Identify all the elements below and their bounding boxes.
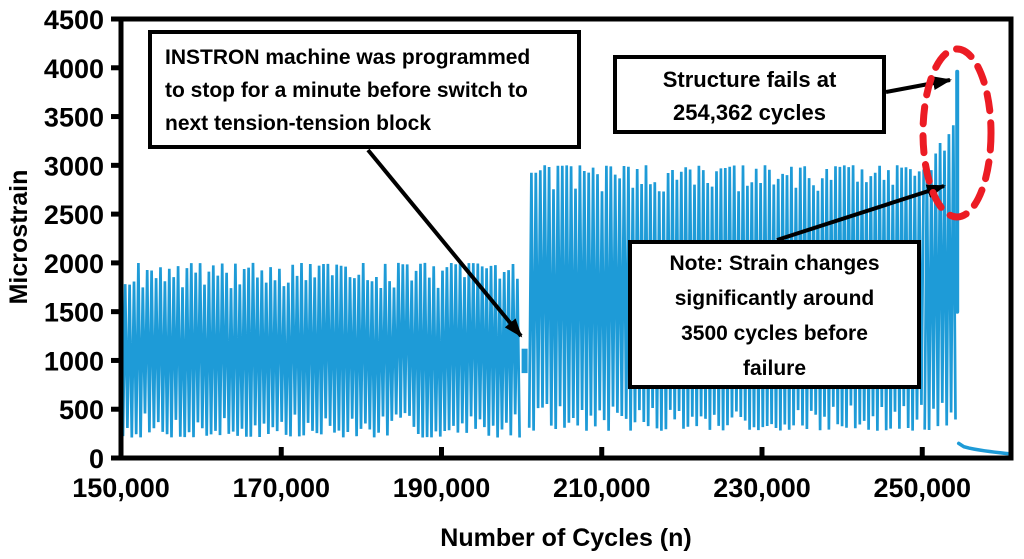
annotation-line: Note: Strain changes bbox=[669, 252, 880, 275]
y-tick-label: 3500 bbox=[44, 103, 104, 133]
annotation-line: next tension-tension block bbox=[165, 112, 432, 135]
annotation-box-strain-note: Note: Strain changes significantly aroun… bbox=[628, 240, 921, 389]
x-tick-label: 230,000 bbox=[713, 473, 811, 503]
annotation-box-instron: INSTRON machine was programmed to stop f… bbox=[148, 30, 581, 149]
post-failure-residual bbox=[956, 441, 1013, 456]
failure-highlight-ellipse bbox=[919, 45, 995, 221]
annotation-box-structure-fails: Structure fails at 254,362 cycles bbox=[613, 55, 886, 134]
axes: 150,000 170,000 190,000 210,000 230,000 250,0… bbox=[44, 5, 1014, 503]
oscillation-block bbox=[923, 125, 957, 431]
x-tick-label: 150,000 bbox=[72, 473, 170, 503]
annotation-arrow-instron-note bbox=[366, 148, 523, 338]
annotation-line: Structure fails at bbox=[662, 67, 837, 92]
y-tick-label: 500 bbox=[59, 395, 104, 425]
annotation-line: 3500 cycles before bbox=[681, 322, 868, 345]
y-tick-label: 4500 bbox=[44, 5, 104, 35]
annotation-line: INSTRON machine was programmed bbox=[165, 46, 531, 69]
annotation-line: to stop for a minute before switch to bbox=[165, 79, 528, 102]
chart-annotations bbox=[366, 45, 995, 338]
annotation-arrow-failure-label bbox=[885, 76, 952, 94]
oscillation-block bbox=[121, 262, 521, 438]
x-tick-label: 190,000 bbox=[393, 473, 491, 503]
pause-hold-mark bbox=[521, 348, 528, 374]
x-tick-label: 210,000 bbox=[553, 473, 651, 503]
y-tick-label: 0 bbox=[89, 444, 104, 474]
y-tick-label: 2500 bbox=[44, 200, 104, 230]
y-tick-label: 1500 bbox=[44, 298, 104, 328]
annotation-line: failure bbox=[742, 357, 807, 380]
plot-frame bbox=[118, 16, 1014, 461]
x-axis-title: Number of Cycles (n) bbox=[440, 524, 692, 552]
y-tick-label: 1000 bbox=[44, 346, 104, 376]
annotation-line: 254,362 cycles bbox=[673, 100, 826, 125]
x-tick-label: 170,000 bbox=[232, 473, 330, 503]
annotation-line: significantly around bbox=[674, 287, 875, 310]
y-tick-label: 4000 bbox=[44, 54, 104, 84]
y-axis-title: Microstrain bbox=[5, 169, 33, 305]
annotation-arrow-pre-failure-note bbox=[776, 184, 946, 242]
x-tick-label: 250,000 bbox=[873, 473, 971, 503]
y-tick-label: 2000 bbox=[44, 249, 104, 279]
y-tick-label: 3000 bbox=[44, 151, 104, 181]
